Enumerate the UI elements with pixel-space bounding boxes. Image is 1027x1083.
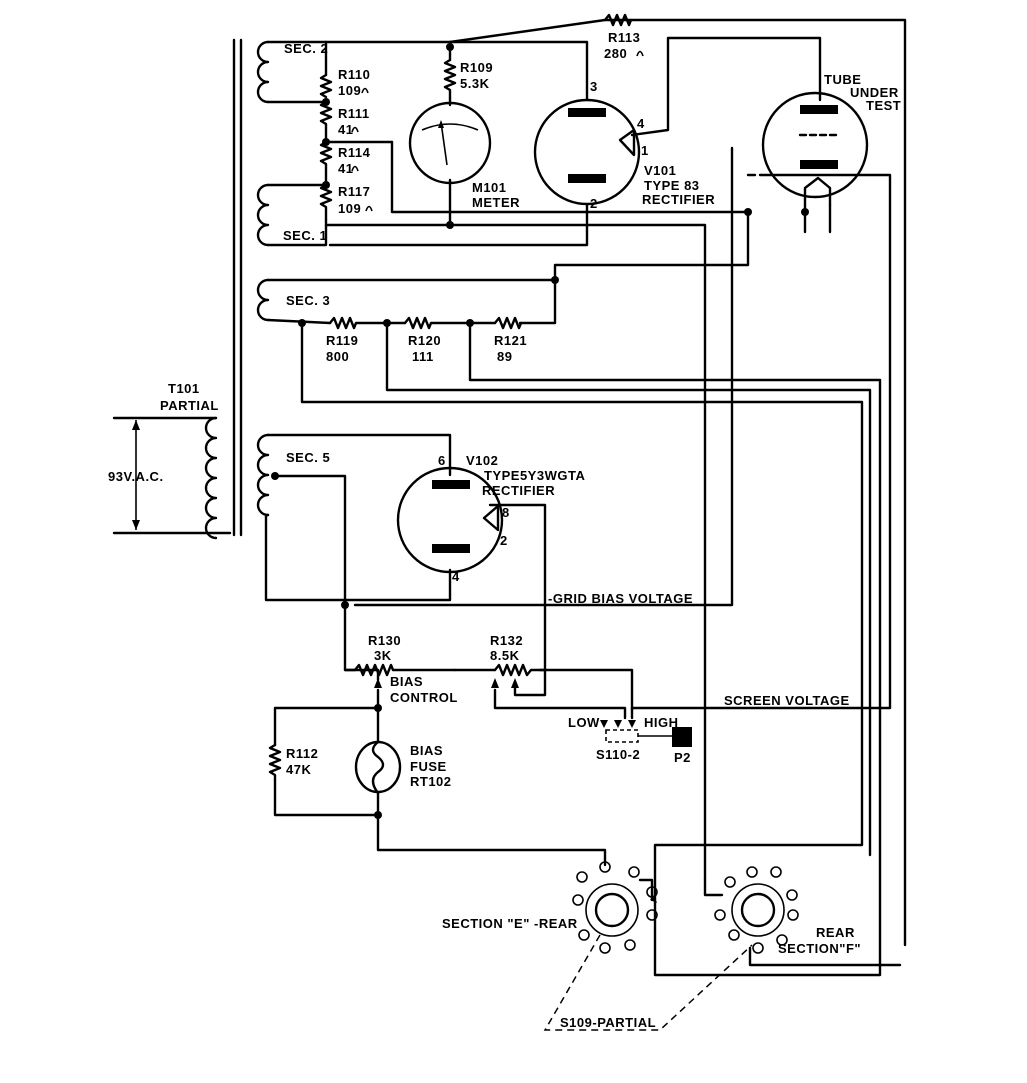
svg-text:R120: R120 (408, 333, 441, 348)
svg-text:REAR: REAR (816, 925, 855, 940)
svg-text:109: 109 (338, 83, 361, 98)
svg-text:BIAS: BIAS (410, 743, 443, 758)
resistor-r117: R117 109 (319, 183, 373, 222)
svg-text:5.3K: 5.3K (460, 76, 490, 91)
transformer-t101: T101 PARTIAL 93V.A.C. (108, 38, 243, 540)
transformer-ref: T101 (168, 381, 200, 396)
svg-text:R132: R132 (490, 633, 523, 648)
resistor-r121: R121 89 (493, 316, 527, 364)
sec3-coil: SEC. 3 (256, 278, 330, 322)
svg-text:R113: R113 (608, 30, 640, 45)
sec1-coil: SEC. 1 (256, 183, 327, 247)
junction-dots (271, 43, 809, 819)
svg-text:R121: R121 (494, 333, 527, 348)
sec2-label: SEC. 2 (284, 41, 328, 56)
sec5-coil: SEC. 5 (256, 433, 330, 517)
wiring-upper (266, 18, 907, 947)
svg-text:R111: R111 (338, 106, 370, 121)
switch-s110-2: LOW HIGH S110-2 P2 (568, 715, 692, 765)
bias-fuse: BIAS FUSE RT102 (273, 706, 607, 867)
svg-text:HIGH: HIGH (644, 715, 679, 730)
resistor-r110: R110 109 (319, 67, 370, 99)
svg-text:S110-2: S110-2 (596, 747, 640, 762)
tube-v102: 6 8 2 4 V102 TYPE5Y3WGTA RECTIFIER (396, 453, 585, 584)
svg-text:3: 3 (590, 79, 598, 94)
svg-text:R112: R112 (286, 746, 318, 761)
svg-text:TEST: TEST (866, 98, 901, 113)
resistor-r119: R119 800 (326, 316, 407, 364)
svg-text:R117: R117 (338, 184, 370, 199)
svg-text:2: 2 (590, 196, 598, 211)
svg-text:1: 1 (641, 143, 649, 158)
svg-text:UNDER: UNDER (850, 85, 899, 100)
resistor-r109: R109 5.3K (443, 58, 493, 100)
svg-text:6: 6 (438, 453, 446, 468)
svg-text:4: 4 (637, 116, 645, 131)
svg-text:LOW: LOW (568, 715, 600, 730)
svg-text:TUBE: TUBE (824, 72, 861, 87)
resistor-r111: R111 41 (319, 100, 370, 144)
tube-v101: 3 4 1 2 V101 TYPE 83 RECTIFIER (533, 79, 715, 211)
svg-text:M101: M101 (472, 180, 507, 195)
grid-bias-label: -GRID BIAS VOLTAGE (548, 591, 693, 606)
primary-winding (204, 416, 218, 540)
svg-text:R110: R110 (338, 67, 370, 82)
svg-text:280: 280 (604, 46, 627, 61)
primary-voltage: 93V.A.C. (108, 469, 164, 484)
resistor-r120: R120 111 (403, 316, 497, 364)
svg-text:R130: R130 (368, 633, 401, 648)
svg-text:800: 800 (326, 349, 349, 364)
svg-text:111: 111 (412, 349, 434, 364)
svg-text:BIAS: BIAS (390, 674, 423, 689)
svg-text:R119: R119 (326, 333, 358, 348)
svg-text:109: 109 (338, 201, 361, 216)
resistor-r114: R114 41 (319, 140, 371, 187)
svg-text:SECTION"F": SECTION"F" (778, 941, 861, 956)
resistor-r130: R130 3K BIAS CONTROL (343, 633, 458, 710)
resistor-r112: R112 47K (268, 743, 318, 782)
wiring-sec3 (266, 278, 882, 977)
svg-text:TYPE 83: TYPE 83 (644, 178, 700, 193)
wiring-sec5 (264, 173, 892, 720)
svg-text:CONTROL: CONTROL (390, 690, 458, 705)
svg-text:V102: V102 (466, 453, 498, 468)
svg-text:RT102: RT102 (410, 774, 452, 789)
svg-text:RECTIFIER: RECTIFIER (482, 483, 555, 498)
svg-text:TYPE5Y3WGTA: TYPE5Y3WGTA (484, 468, 585, 483)
tube-under-test: TUBE UNDER TEST (761, 72, 901, 207)
svg-text:FUSE: FUSE (410, 759, 447, 774)
resistor-r113: R113 280 (603, 13, 644, 61)
svg-text:RECTIFIER: RECTIFIER (642, 192, 715, 207)
screen-voltage-label: SCREEN VOLTAGE (724, 693, 850, 708)
svg-text:SECTION "E" -REAR: SECTION "E" -REAR (442, 916, 578, 931)
svg-text:2: 2 (500, 533, 508, 548)
svg-text:METER: METER (472, 195, 520, 210)
sec1-label: SEC. 1 (283, 228, 327, 243)
svg-text:89: 89 (497, 349, 512, 364)
resistor-r132: R132 8.5K (490, 633, 547, 688)
switch-s109-dashed: S109-PARTIAL (543, 934, 753, 1031)
svg-text:R114: R114 (338, 145, 371, 160)
svg-text:3K: 3K (374, 648, 392, 663)
switch-section-f: REAR SECTION"F" (703, 866, 902, 967)
svg-text:47K: 47K (286, 762, 311, 777)
svg-text:8.5K: 8.5K (490, 648, 520, 663)
switch-section-e: SECTION "E" -REAR (442, 861, 658, 954)
svg-text:V101: V101 (644, 163, 676, 178)
svg-text:4: 4 (452, 569, 460, 584)
svg-text:41: 41 (338, 122, 353, 137)
meter-m101: M101 METER (408, 101, 520, 210)
transformer-note: PARTIAL (160, 398, 219, 413)
sec5-label: SEC. 5 (286, 450, 330, 465)
sec2-coil: SEC. 2 (256, 40, 328, 104)
svg-text:41: 41 (338, 161, 353, 176)
svg-text:P2: P2 (674, 750, 691, 765)
svg-text:8: 8 (502, 505, 510, 520)
svg-text:R109: R109 (460, 60, 493, 75)
svg-text:S109-PARTIAL: S109-PARTIAL (560, 1015, 656, 1030)
sec3-label: SEC. 3 (286, 293, 330, 308)
